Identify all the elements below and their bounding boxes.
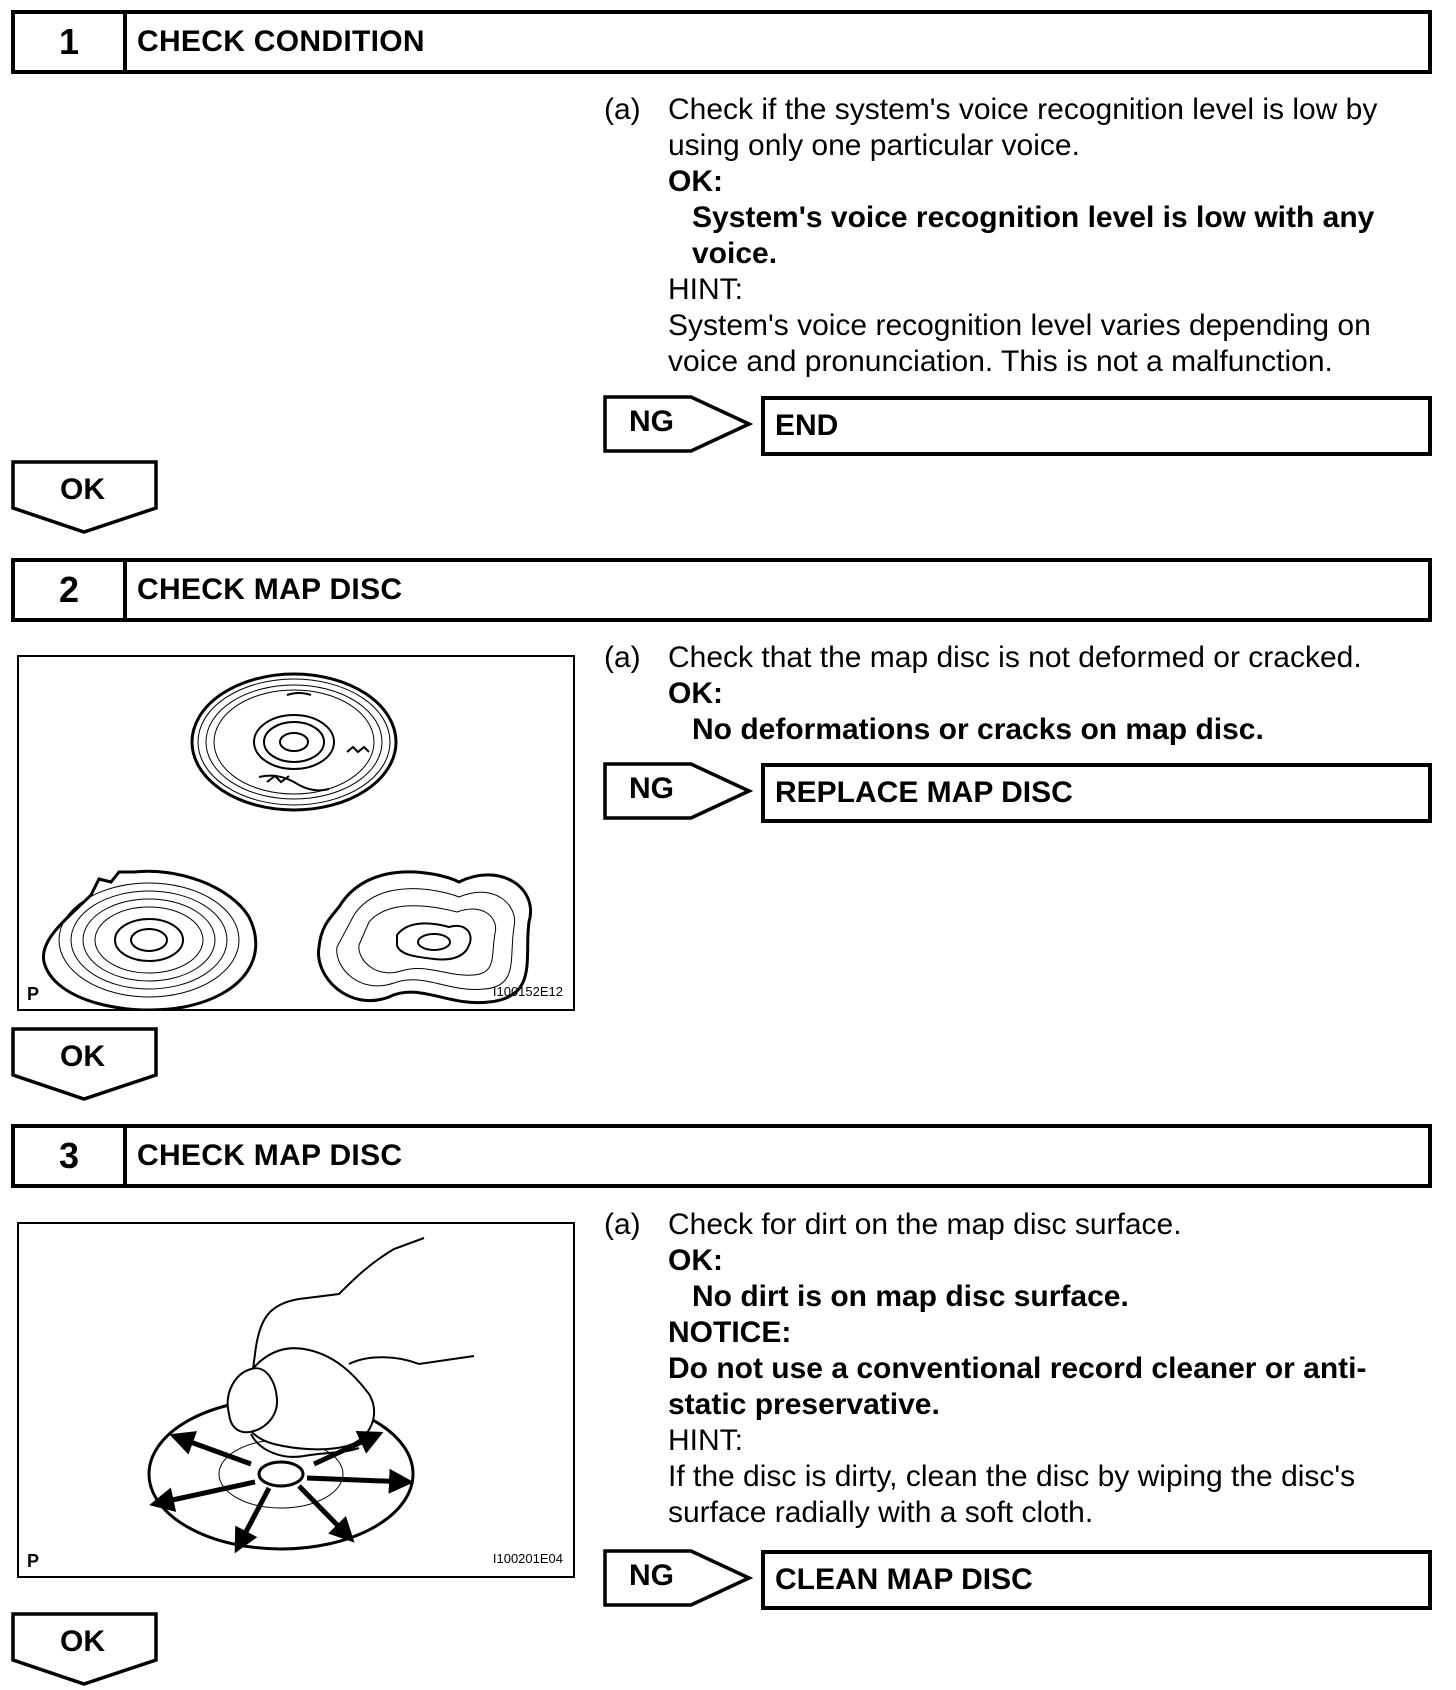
ok-arrow-label: OK: [60, 1040, 105, 1073]
ok-arrow-label: OK: [60, 473, 105, 506]
hint-line: voice and pronunciation. This is not a m…: [668, 345, 1333, 378]
instruction-line: Check if the system's voice recognition …: [668, 93, 1378, 126]
ok-criterion-line: No deformations or cracks on map disc.: [692, 713, 1264, 746]
ok-down-arrow: [11, 1612, 158, 1686]
hint-line: surface radially with a soft cloth.: [668, 1496, 1094, 1529]
disc-cleaning-illustration: P I100201E04: [17, 1222, 575, 1578]
ok-down-arrow: [11, 1027, 158, 1101]
cleaning-drawing: [147, 1237, 475, 1554]
ng-result-box: END: [761, 396, 1432, 456]
ok-label: OK:: [668, 677, 723, 710]
ng-result-text: CLEAN MAP DISC: [775, 1563, 1033, 1596]
ng-label: NG: [629, 405, 674, 438]
ng-result-box: REPLACE MAP DISC: [761, 763, 1432, 823]
ng-label: NG: [629, 1559, 674, 1592]
ok-down-arrow: [11, 460, 158, 534]
step-number: 2: [15, 562, 127, 618]
step-number: 1: [15, 14, 127, 70]
hint-label: HINT:: [668, 1424, 743, 1457]
ng-arrow: [603, 1549, 753, 1607]
ng-result-text: END: [775, 409, 839, 442]
instruction-line: Check for dirt on the map disc surface.: [668, 1208, 1182, 1241]
step-title: CHECK MAP DISC: [137, 573, 403, 606]
instruction-line: Check that the map disc is not deformed …: [668, 641, 1362, 674]
hint-label: HINT:: [668, 273, 743, 306]
ok-label: OK:: [668, 1244, 723, 1277]
ng-result-text: REPLACE MAP DISC: [775, 776, 1073, 809]
figure-code: I100201E04: [492, 1551, 563, 1566]
ng-arrow: [603, 762, 753, 820]
notice-line: static preservative.: [668, 1388, 940, 1421]
step-title: CHECK MAP DISC: [137, 1139, 403, 1172]
step-2-header: 2 CHECK MAP DISC: [11, 558, 1432, 622]
ng-arrow: [603, 395, 753, 453]
figure-corner-letter: P: [27, 1551, 40, 1571]
ok-arrow-label: OK: [60, 1625, 105, 1658]
ok-criterion-line: System's voice recognition level is low …: [692, 201, 1375, 234]
step-number: 3: [15, 1128, 127, 1184]
ok-criterion-line: voice.: [692, 237, 778, 270]
ng-result-box: CLEAN MAP DISC: [761, 1550, 1432, 1610]
item-marker: (a): [604, 93, 641, 126]
item-marker: (a): [604, 1208, 641, 1241]
notice-line: Do not use a conventional record cleaner…: [668, 1352, 1367, 1385]
ok-label: OK:: [668, 165, 723, 198]
ok-criterion-line: No dirt is on map disc surface.: [692, 1280, 1129, 1313]
hint-line: System's voice recognition level varies …: [668, 309, 1371, 342]
notice-label: NOTICE:: [668, 1316, 792, 1349]
instruction-line: using only one particular voice.: [668, 129, 1080, 162]
disc-drawings: [42, 672, 532, 1009]
hint-line: If the disc is dirty, clean the disc by …: [668, 1460, 1356, 1493]
step-1-header: 1 CHECK CONDITION: [11, 10, 1432, 74]
figure-corner-letter: P: [27, 984, 40, 1004]
figure-code: I100152E12: [492, 984, 563, 999]
ng-label: NG: [629, 772, 674, 805]
step-title: CHECK CONDITION: [137, 25, 425, 58]
step-3-header: 3 CHECK MAP DISC: [11, 1124, 1432, 1188]
map-disc-damage-illustration: P I100152E12: [17, 655, 575, 1011]
item-marker: (a): [604, 641, 641, 674]
